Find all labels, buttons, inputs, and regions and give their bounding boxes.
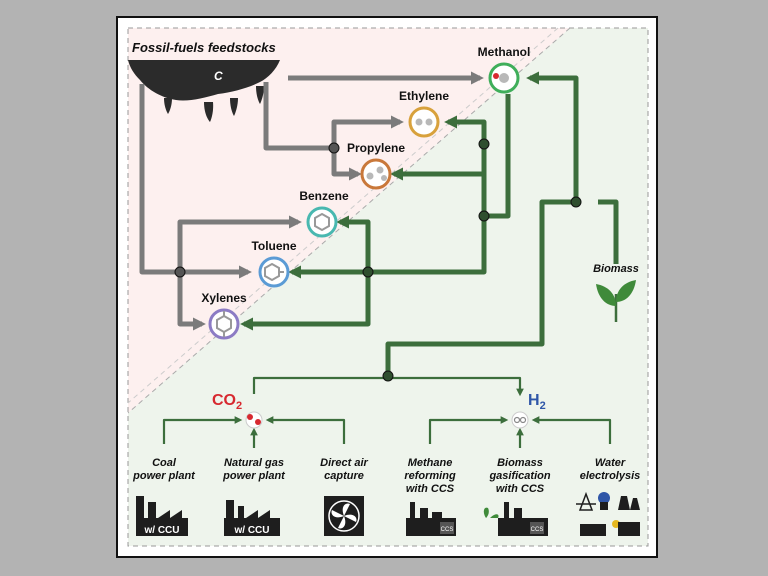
coal-plant-icon: w/ CCU bbox=[136, 496, 188, 536]
node-benzene: Benzene bbox=[299, 189, 349, 238]
path-green-trunk-up bbox=[385, 199, 576, 376]
junction-node bbox=[382, 370, 394, 382]
biomass-node: Biomass bbox=[593, 263, 639, 322]
ethylene-label: Ethylene bbox=[399, 89, 449, 103]
junction-node bbox=[174, 266, 186, 278]
junction-nodes bbox=[174, 138, 582, 382]
path-fossil-propylene bbox=[331, 148, 362, 181]
h2-label: H2 bbox=[528, 392, 546, 412]
ccu-label: w/ CCU bbox=[234, 525, 270, 536]
path-fossil-trunk bbox=[139, 84, 252, 279]
path-fossil-benzene bbox=[177, 215, 302, 272]
node-xylenes: Xylenes bbox=[201, 291, 247, 340]
co2-node: CO2 bbox=[212, 392, 263, 429]
path-to-xylenes bbox=[240, 272, 371, 331]
path-to-benzene bbox=[336, 215, 371, 272]
path-to-toluene bbox=[288, 216, 487, 279]
figure-frame: Fossil-fuels feedstocks C bbox=[116, 16, 658, 558]
fossil-title: Fossil-fuels feedstocks bbox=[132, 40, 276, 55]
path-to-propylene bbox=[390, 144, 487, 181]
fan-icon bbox=[324, 496, 364, 536]
molecule-icon bbox=[499, 73, 509, 83]
ccs-label: CCS bbox=[531, 527, 544, 533]
path-dac-co2 bbox=[265, 416, 346, 444]
inner-dashed-border bbox=[127, 27, 649, 547]
water-electrolysis-icon bbox=[576, 491, 640, 536]
diagram-canvas: Fossil-fuels feedstocks C bbox=[127, 27, 649, 547]
benzene-label: Benzene bbox=[299, 189, 349, 203]
xylenes-label: Xylenes bbox=[201, 291, 247, 305]
ccs-label: CCS bbox=[441, 527, 454, 533]
toluene-ring-icon bbox=[264, 262, 280, 282]
path-biomass-up bbox=[598, 199, 619, 264]
biomass-gasification-icon: CCS bbox=[483, 502, 548, 536]
h2-node: H2 bbox=[511, 392, 546, 429]
divider-line bbox=[127, 27, 571, 414]
methanol-label: Methanol bbox=[478, 45, 531, 59]
co2-molecule-icon bbox=[247, 414, 253, 420]
hydro-dam-icon bbox=[598, 492, 610, 504]
natural-gas-plant-icon: w/ CCU bbox=[224, 500, 280, 536]
path-coal-co2 bbox=[162, 416, 243, 444]
carbon-symbol: C bbox=[214, 69, 223, 83]
node-methanol: Methanol bbox=[478, 45, 531, 94]
power-tower-icon bbox=[576, 491, 596, 511]
cooling-tower-icon bbox=[618, 496, 640, 510]
junction-node bbox=[570, 196, 582, 208]
fossil-oil-icon: C bbox=[128, 60, 280, 122]
h2-molecule-icon bbox=[513, 416, 521, 424]
junction-node bbox=[362, 266, 374, 278]
molecule-icon bbox=[415, 118, 423, 126]
feeder-paths bbox=[162, 376, 612, 448]
toluene-label: Toluene bbox=[251, 239, 296, 253]
path-biomass-methanol bbox=[526, 71, 579, 202]
junction-node bbox=[478, 210, 490, 222]
node-ethylene: Ethylene bbox=[399, 89, 449, 138]
ccu-label: w/ CCU bbox=[144, 525, 180, 536]
renewable-paths bbox=[240, 71, 619, 376]
junction-node bbox=[328, 142, 340, 154]
molecule-icon bbox=[366, 172, 374, 180]
node-toluene: Toluene bbox=[251, 239, 297, 288]
co2-label: CO2 bbox=[212, 392, 242, 412]
path-fossil-xylenes bbox=[177, 272, 206, 331]
biomass-label: Biomass bbox=[593, 263, 639, 275]
propylene-label: Propylene bbox=[347, 141, 405, 155]
path-we-h2 bbox=[531, 416, 612, 444]
path-to-ethylene bbox=[444, 115, 487, 216]
benzene-ring-icon bbox=[314, 212, 330, 232]
node-propylene: Propylene bbox=[347, 141, 405, 190]
path-methanol-down bbox=[484, 94, 511, 219]
leaf-icon bbox=[596, 280, 636, 322]
path-mr-h2 bbox=[428, 416, 509, 444]
junction-node bbox=[478, 138, 490, 150]
methane-reforming-icon: CCS bbox=[406, 502, 456, 536]
